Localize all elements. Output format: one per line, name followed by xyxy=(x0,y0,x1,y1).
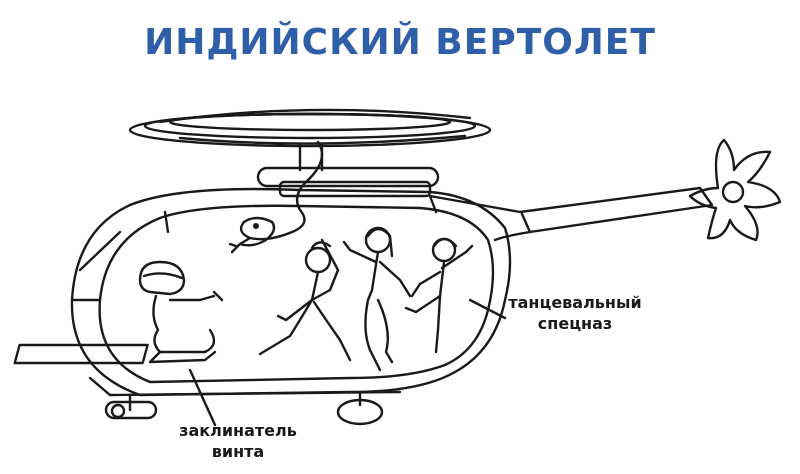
dance-team-label-line-2: спецназ xyxy=(537,314,613,333)
snake xyxy=(228,140,324,254)
rotor-blades xyxy=(128,108,492,148)
page-title: ИНДИЙСКИЙ ВЕРТОЛЕТ xyxy=(144,22,656,63)
dance-team-label: танцевальный спецназ xyxy=(500,292,650,334)
dancer-1 xyxy=(258,238,352,362)
snake-charmer xyxy=(13,260,224,365)
dance-team-label-line-1: танцевальный xyxy=(508,293,642,312)
dancer-3 xyxy=(404,237,474,354)
charmer-pointer xyxy=(188,368,217,427)
tail-rotor-flower xyxy=(688,138,782,242)
charmer-label-line-1: заклинатель xyxy=(179,421,297,440)
dance-team-pointer xyxy=(468,298,507,320)
tail-boom xyxy=(428,186,714,242)
dancer-2 xyxy=(342,226,412,372)
charmer-label: заклинатель винта xyxy=(158,420,318,462)
charmer-label-line-2: винта xyxy=(211,442,265,461)
fuselage xyxy=(70,187,512,397)
landing-gear xyxy=(88,376,402,426)
